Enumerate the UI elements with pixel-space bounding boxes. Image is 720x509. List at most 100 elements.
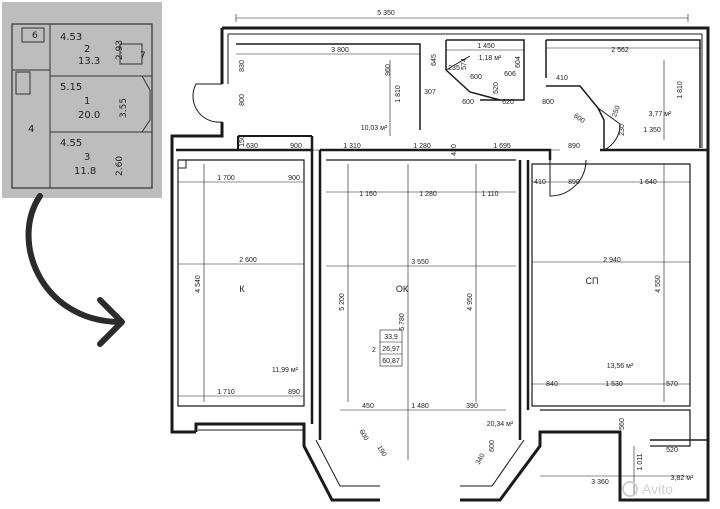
summary-value-1: 33,9 [384, 334, 398, 341]
wc-area: 3,77 м² [649, 111, 672, 118]
dim-corr-410: 410 [556, 75, 568, 82]
dim-left-3: 150 [239, 135, 246, 147]
dim-ok-5200: 5 200 [339, 293, 346, 311]
dim-bath-604: 604 [515, 56, 522, 68]
walls [170, 26, 710, 502]
sketch-row-1-top: 5.15 [60, 82, 82, 93]
room-sp-area: 13,56 м² [607, 363, 634, 370]
bath-area: 1,18 м² [479, 55, 502, 62]
dim-top-2: 1 450 [477, 43, 495, 50]
avito-logo-icon [622, 481, 638, 497]
sketch-row-0-num: 2 [84, 44, 90, 55]
corridor-area: 10,03 м² [361, 125, 388, 132]
dim-wc-1350: 1 350 [643, 127, 661, 134]
dimension-lines [178, 14, 700, 496]
handwritten-sketch: 6 7 4 4.53 2 13.3 2.93 5.15 1 20.0 3.55 … [2, 2, 162, 198]
dim-row2-1310: 1 310 [343, 143, 361, 150]
dim-top-3: 2 562 [611, 47, 629, 54]
dim-row2-420: 420 [451, 144, 458, 156]
dim-k-1700: 1 700 [217, 175, 235, 182]
dim-ok-340: 340 [475, 452, 487, 466]
dim-left-1: 830 [239, 60, 246, 72]
dim-ok-390: 390 [466, 403, 478, 410]
sketch-row-0-side: 2.93 [115, 40, 125, 60]
dim-corr-620: 620 [502, 99, 514, 106]
room-ok-bay-area: 20,34 м² [487, 421, 514, 428]
dim-corr-250: 250 [611, 105, 622, 118]
arrow-head-icon [97, 297, 125, 347]
room-sp-label: СП [586, 276, 599, 286]
dim-k-2600: 2 600 [239, 257, 257, 264]
summary-value-3: 60,87 [382, 358, 400, 365]
dim-corr-600a: 600 [470, 74, 482, 81]
dim-sp-890: 890 [568, 179, 580, 186]
dim-corr-600b: 600 [462, 99, 474, 106]
dim-balc-520: 520 [666, 447, 678, 454]
sketch-row-1-area: 20.0 [78, 110, 100, 121]
summary-number: 2 [372, 347, 376, 354]
dim-corr-600c: 600 [572, 113, 586, 125]
dim-k-1710: 1 710 [217, 389, 235, 396]
dim-wc-1810: 1 810 [677, 81, 684, 99]
dim-balc-1011: 1 011 [637, 453, 644, 470]
dim-k-4540: 4 540 [195, 275, 202, 293]
dim-sp-4550: 4 550 [655, 275, 662, 293]
dim-balc-3360: 3 360 [591, 479, 609, 486]
dim-corr-307: 307 [424, 89, 436, 96]
dim-left-4: 630 [246, 143, 258, 150]
dim-corr-645: 645 [431, 54, 438, 66]
dim-total-width: 5 350 [377, 10, 395, 17]
dim-sp-840: 840 [546, 381, 558, 388]
dim-row2-900: 900 [290, 143, 302, 150]
dim-corr-1810: 1 810 [395, 85, 402, 103]
dim-bath-520: 520 [493, 82, 500, 94]
sketch-photo-bg [2, 2, 162, 198]
watermark: Avito [622, 481, 673, 497]
sketch-row-2-side: 2.60 [115, 156, 125, 176]
dim-corr-235: 235 [448, 65, 460, 72]
dim-balc-560: 560 [619, 418, 626, 430]
sketch-row-2-num: 3 [84, 152, 90, 163]
sketch-row-0-area: 13.3 [78, 56, 100, 67]
sketch-row-0-top: 4.53 [60, 32, 82, 43]
dim-ok-1160: 1 160 [359, 191, 377, 198]
sketch-misc-2: 7 [140, 51, 146, 61]
watermark-text: Avito [642, 481, 673, 497]
dim-k-900: 900 [288, 175, 300, 182]
dim-top-1: 3 800 [331, 47, 349, 54]
dim-sp-410: 410 [534, 179, 546, 186]
dim-k-890: 890 [288, 389, 300, 396]
sketch-row-1-num: 1 [84, 96, 90, 107]
dim-row2-890: 890 [568, 143, 580, 150]
dim-sp-2940: 2 940 [603, 257, 621, 264]
sketch-row-2-area: 11.8 [74, 166, 96, 177]
dim-ok-190: 190 [375, 444, 387, 458]
dim-row2-1280: 1 280 [413, 143, 431, 150]
doors [192, 55, 621, 197]
dim-corr-574: 574 [461, 58, 468, 70]
dim-ok-5780: 5 780 [399, 313, 406, 331]
dim-ok-600b: 600 [489, 440, 496, 452]
dim-ok-4950: 4 950 [467, 293, 474, 311]
room-k-area: 11,99 м² [272, 367, 299, 374]
dim-sp-1530: 1 530 [605, 381, 623, 388]
dim-ok-600a: 600 [357, 428, 369, 442]
dim-bath-606: 606 [504, 71, 516, 78]
summary-value-2: 26,97 [382, 346, 400, 353]
dim-ok-3550: 3 550 [411, 259, 429, 266]
sketch-outline [11, 23, 153, 189]
room-k-label: К [239, 284, 245, 294]
dim-corr-960: 960 [385, 64, 392, 76]
sketch-row-2-top: 4.55 [60, 138, 82, 149]
dim-ok-450: 450 [362, 403, 374, 410]
dim-ok-1280: 1 280 [419, 191, 437, 198]
room-ok-label: ОК [396, 284, 409, 294]
dim-corr-230: 230 [619, 124, 626, 136]
summary-box: 2 33,9 26,97 60,87 [372, 329, 403, 367]
sketch-misc-1: 6 [32, 31, 38, 41]
balcony-area: 3,82 м² [671, 475, 694, 482]
dim-corr-800: 800 [542, 99, 554, 106]
dim-left-2: 800 [239, 94, 246, 106]
dim-sp-1640: 1 640 [639, 179, 657, 186]
